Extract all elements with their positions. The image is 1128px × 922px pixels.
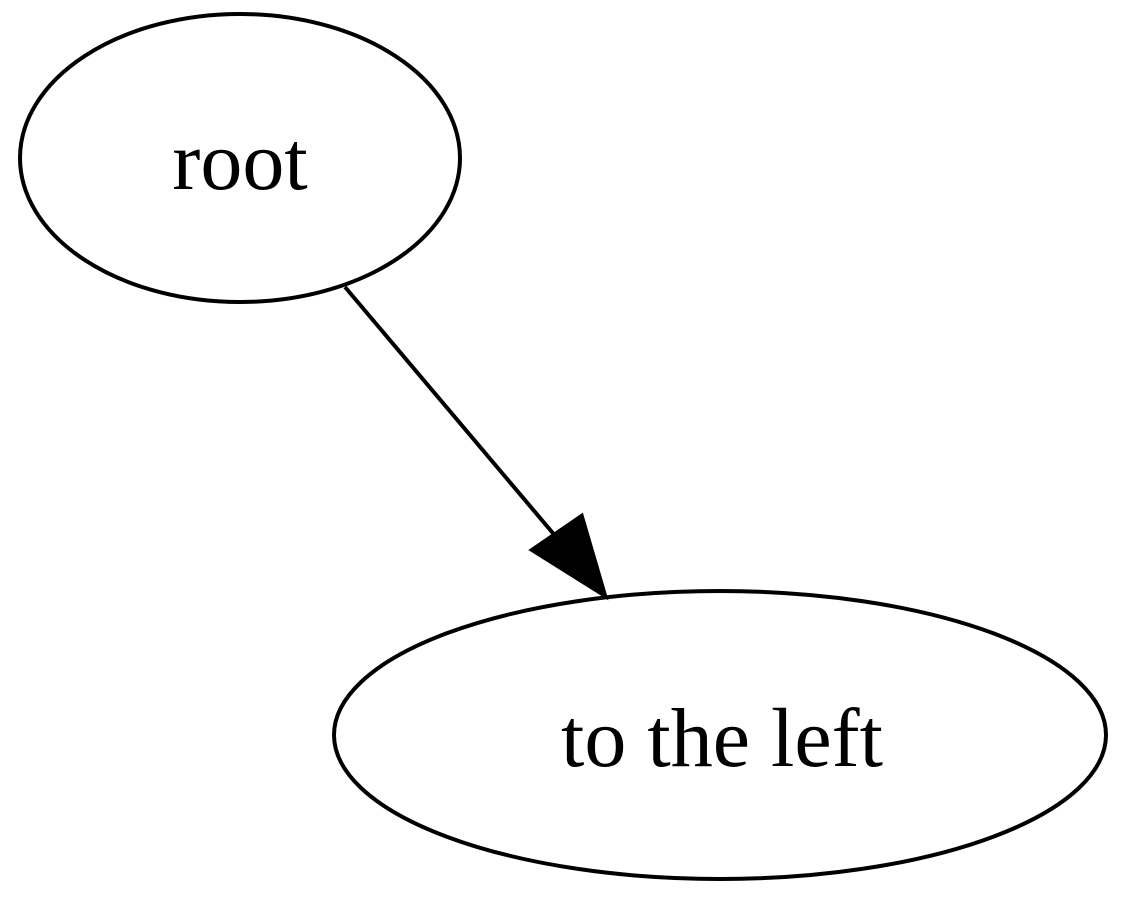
node-root-shape (18, 12, 462, 304)
node-to-the-left[interactable]: to the left (332, 589, 1108, 881)
node-to-the-left-shape (332, 589, 1108, 881)
edge-root-to-left (343, 285, 609, 601)
node-root-label: root (172, 115, 307, 208)
arrowhead-icon (528, 512, 609, 601)
node-to-the-left-label: to the left (561, 692, 883, 785)
edge-line (343, 285, 559, 540)
node-root[interactable]: root (18, 12, 462, 304)
